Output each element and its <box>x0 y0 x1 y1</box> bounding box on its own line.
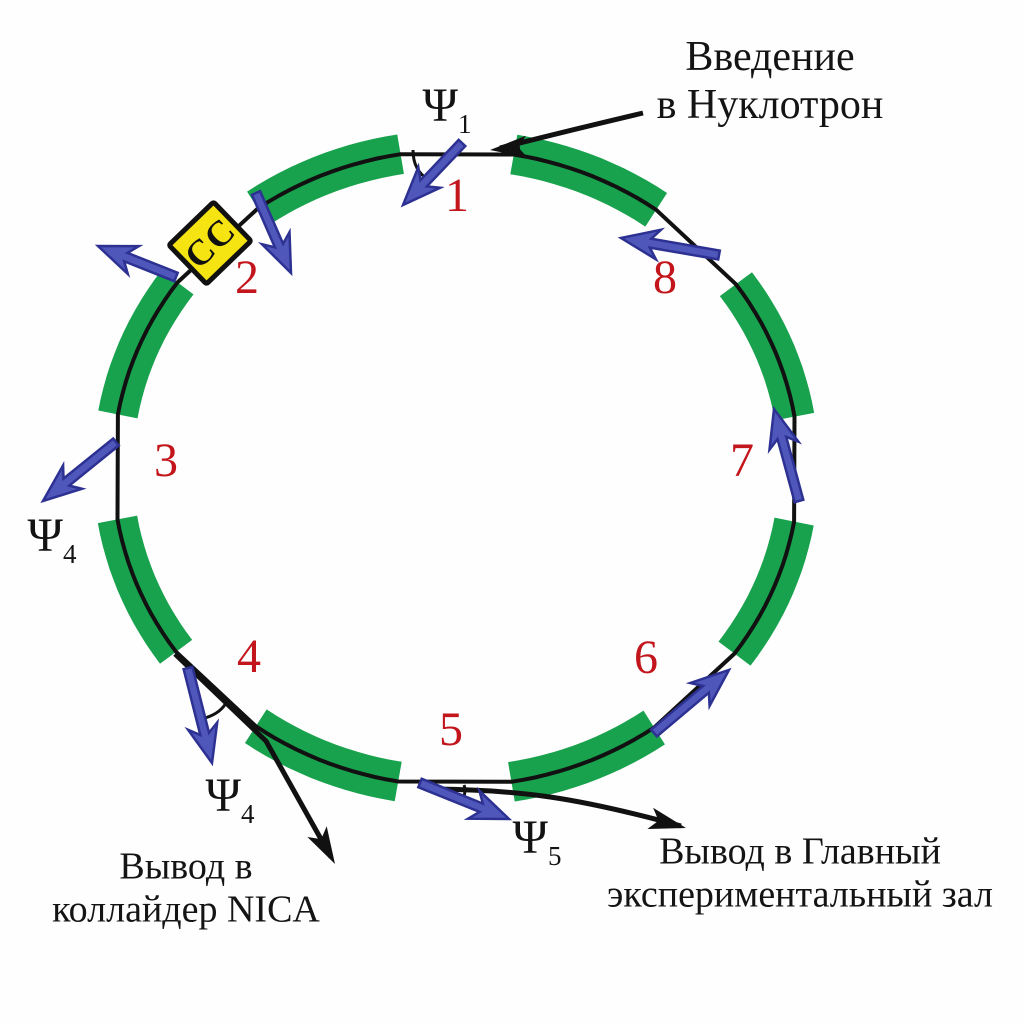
kick-arrow-section-6 <box>649 667 732 739</box>
annotation-extraction-hall-line1: Вывод в Главный <box>659 830 941 873</box>
kick-arrow-cc-out <box>94 244 180 283</box>
magnet-arc-segment <box>510 134 668 227</box>
magnet-arc-segment <box>508 710 665 802</box>
kick-arrow-section-2 <box>250 189 293 277</box>
magnet-arc-segment <box>718 517 814 666</box>
section-number-6: 6 <box>634 631 658 684</box>
kick-arrow-section-5 <box>416 777 513 821</box>
kick-arrow-section-8 <box>617 227 722 263</box>
kick-arrow-section-7 <box>767 405 805 504</box>
annotation-injection-line1: Введение <box>685 34 855 81</box>
magnet-arc-segment <box>98 270 194 419</box>
magnet-arc-segment <box>247 134 404 226</box>
section-number-2: 2 <box>235 251 259 304</box>
section-number-8: 8 <box>653 251 677 304</box>
section-number-4: 4 <box>237 630 261 683</box>
annotation-injection: Введение в Нуклотрон <box>657 34 884 130</box>
kick-arrow-section-4 <box>182 665 220 767</box>
cc-box <box>167 200 253 286</box>
magnet-arc-segment <box>244 709 402 802</box>
magnet-arc-segment <box>97 515 193 664</box>
extraction-hall-arrowhead <box>647 807 686 829</box>
annotation-extraction-hall-line2: экспериментальный зал <box>607 874 993 916</box>
psi-label-5: Ψ5 <box>512 811 562 871</box>
section-number-7: 7 <box>730 434 754 487</box>
annotation-extraction-nica-line2: коллайдер NICA <box>52 889 320 931</box>
extraction-line-nica <box>173 652 334 859</box>
psi-label-4-left: Ψ4 <box>27 509 77 569</box>
section-number-1: 1 <box>445 169 469 222</box>
magnet-arc-segment <box>719 272 815 421</box>
beamline-ring <box>115 152 797 784</box>
injection-arrowhead <box>490 135 528 158</box>
kick-arrow-section-3 <box>40 436 121 504</box>
section-number-5: 5 <box>439 703 463 756</box>
annotation-extraction-hall: Вывод в Главный экспериментальный зал <box>607 831 993 918</box>
injection-line <box>499 110 644 151</box>
kick-arrow-section-1 <box>400 138 468 208</box>
psi-label-1: Ψ1 <box>422 79 472 139</box>
section-number-3: 3 <box>154 434 178 487</box>
extraction-nica-arrowhead <box>307 826 335 864</box>
psi-label-4-bottom: Ψ4 <box>205 769 255 829</box>
annotation-extraction-nica-line1: Вывод в <box>119 845 253 888</box>
annotation-extraction-nica: Вывод в коллайдер NICA <box>52 846 320 933</box>
annotation-injection-line2: в Нуклотрон <box>656 82 884 128</box>
